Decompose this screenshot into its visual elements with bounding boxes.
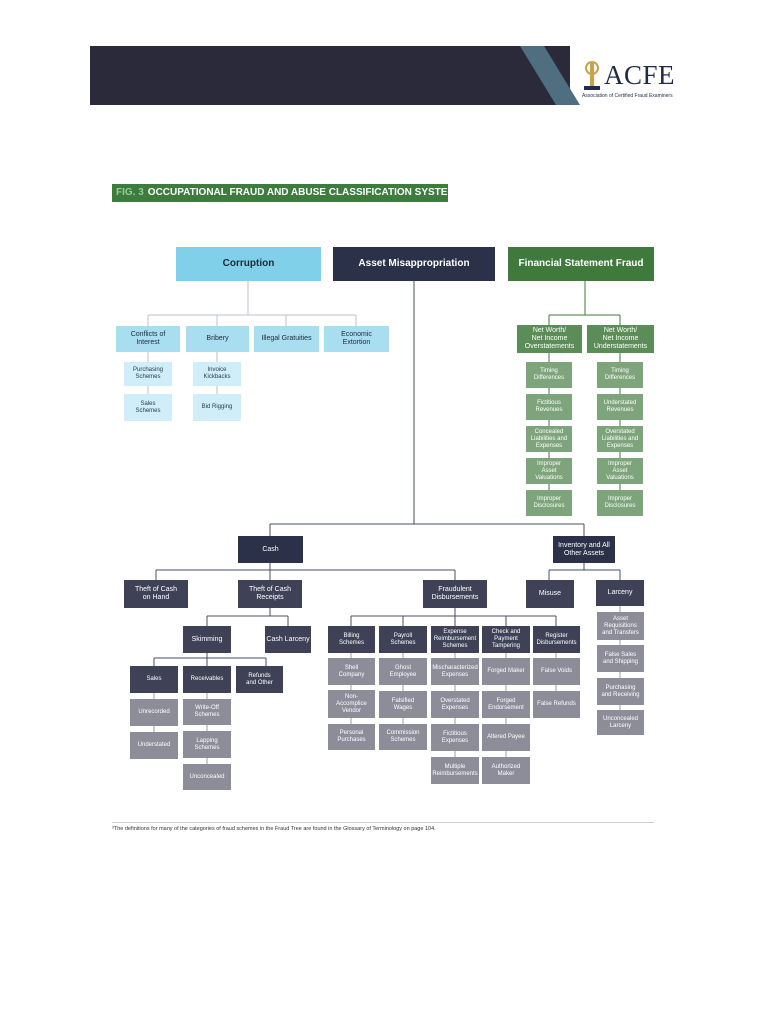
category-financial-statement-fraud: Financial Statement Fraud (508, 247, 654, 281)
node-falsified-wages: Falsified Wages (379, 691, 427, 718)
node-over-item: Timing Differences (526, 362, 572, 388)
node-write-off-schemes: Write-Off Schemes (183, 699, 231, 725)
node-understated: Understated (130, 732, 178, 759)
node-theft-of-cash-on-hand: Theft of Cash on Hand (124, 580, 188, 608)
node-under-item: Understated Revenues (597, 394, 643, 420)
node-forged-maker: Forged Maker (482, 658, 530, 685)
node-cash-larceny: Cash Larceny (265, 626, 311, 653)
node-unconcealed-larceny: Unconcealed Larceny (597, 710, 644, 735)
node-bid-rigging: Bid Rigging (193, 394, 241, 421)
footnote-divider (112, 822, 654, 823)
node-register-disbursements: Register Disbursements (533, 626, 580, 653)
node-false-refunds: False Refunds (533, 691, 580, 718)
category-asset-misappropriation: Asset Misappropriation (333, 247, 495, 281)
node-asset-requisitions: Asset Requisitions and Transfers (597, 612, 644, 640)
acfe-emblem-icon (584, 61, 600, 90)
node-over-item: Improper Disclosures (526, 490, 572, 516)
node-refunds-and-other: Refunds and Other (236, 666, 283, 693)
node-fraudulent-disbursements: Fraudulent Disbursements (423, 580, 487, 608)
node-sales-schemes: Sales Schemes (124, 394, 172, 421)
node-check-payment-tampering: Check and Payment Tampering (482, 626, 530, 653)
node-shell-company: Shell Company (328, 658, 375, 685)
header-banner (90, 46, 570, 105)
node-inventory-other-assets: Inventory and All Other Assets (553, 536, 615, 563)
node-invoice-kickbacks: Invoice Kickbacks (193, 362, 241, 386)
node-over-item: Improper Asset Valuations (526, 458, 572, 484)
node-overstated-expenses: Overstated Expenses (431, 691, 479, 718)
node-purchasing-receiving: Purchasing and Receiving (597, 678, 644, 705)
node-false-voids: False Voids (533, 658, 580, 685)
node-authorized-maker: Authorized Maker (482, 757, 530, 784)
node-under-item: Overstated Liabilities and Expenses (597, 426, 643, 452)
figure-title: OCCUPATIONAL FRAUD AND ABUSE CLASSIFICAT… (147, 187, 448, 198)
node-conflicts-of-interest: Conflicts of Interest (116, 326, 180, 352)
node-non-accomplice-vendor: Non- Accomplice Vendor (328, 690, 375, 718)
figure-label: FIG. 3 (116, 187, 144, 198)
node-net-worth-overstatements: Net Worth/ Net Income Overstatements (517, 325, 582, 353)
node-illegal-gratuities: Illegal Gratuities (254, 326, 319, 352)
node-altered-payee: Altered Payee (482, 724, 530, 751)
node-under-item: Improper Asset Valuations (597, 458, 643, 484)
category-corruption: Corruption (176, 247, 321, 281)
node-skimming: Skimming (183, 626, 231, 653)
node-under-item: Improper Disclosures (597, 490, 643, 516)
node-cash: Cash (238, 536, 303, 563)
logo-text: ACFE (604, 60, 676, 90)
node-unconcealed: Unconcealed (183, 764, 231, 790)
acfe-logo: ACFE Association of Certified Fraud Exam… (580, 60, 680, 104)
node-over-item: Fictitious Revenues (526, 394, 572, 420)
node-commission-schemes: Commission Schemes (379, 724, 427, 750)
node-net-worth-understatements: Net Worth/ Net Income Understatements (587, 325, 654, 353)
node-payroll-schemes: Payroll Schemes (379, 626, 427, 653)
node-fictitious-expenses: Fictitious Expenses (431, 724, 479, 751)
node-billing-schemes: Billing Schemes (328, 626, 375, 653)
node-lapping-schemes: Lapping Schemes (183, 731, 231, 758)
node-theft-of-cash-receipts: Theft of Cash Receipts (238, 580, 302, 608)
footnote: ³The definitions for many of the categor… (112, 826, 436, 832)
node-misuse: Misuse (526, 580, 574, 608)
node-larceny: Larceny (596, 580, 644, 606)
node-unrecorded: Unrecorded (130, 699, 178, 726)
node-over-item: Concealed Liabilities and Expenses (526, 426, 572, 452)
node-forged-endorsement: Forged Endorsement (482, 691, 530, 718)
node-personal-purchases: Personal Purchases (328, 724, 375, 750)
node-economic-extortion: Economic Extortion (324, 326, 389, 352)
node-multiple-reimbursements: Multiple Reimbursements (431, 757, 479, 784)
node-ghost-employee: Ghost Employee (379, 658, 427, 685)
node-expense-reimbursement-schemes: Expense Reimbursement Schemes (431, 626, 479, 653)
logo-subtitle: Association of Certified Fraud Examiners (582, 93, 673, 99)
node-under-item: Timing Differences (597, 362, 643, 388)
node-receivables: Receivables (183, 666, 231, 693)
node-bribery: Bribery (186, 326, 249, 352)
node-sales: Sales (130, 666, 178, 693)
node-false-sales-shipping: False Sales and Shipping (597, 645, 644, 672)
node-mischaracterized-expenses: Mischaracterized Expenses (431, 658, 479, 685)
node-purchasing-schemes: Purchasing Schemes (124, 362, 172, 386)
